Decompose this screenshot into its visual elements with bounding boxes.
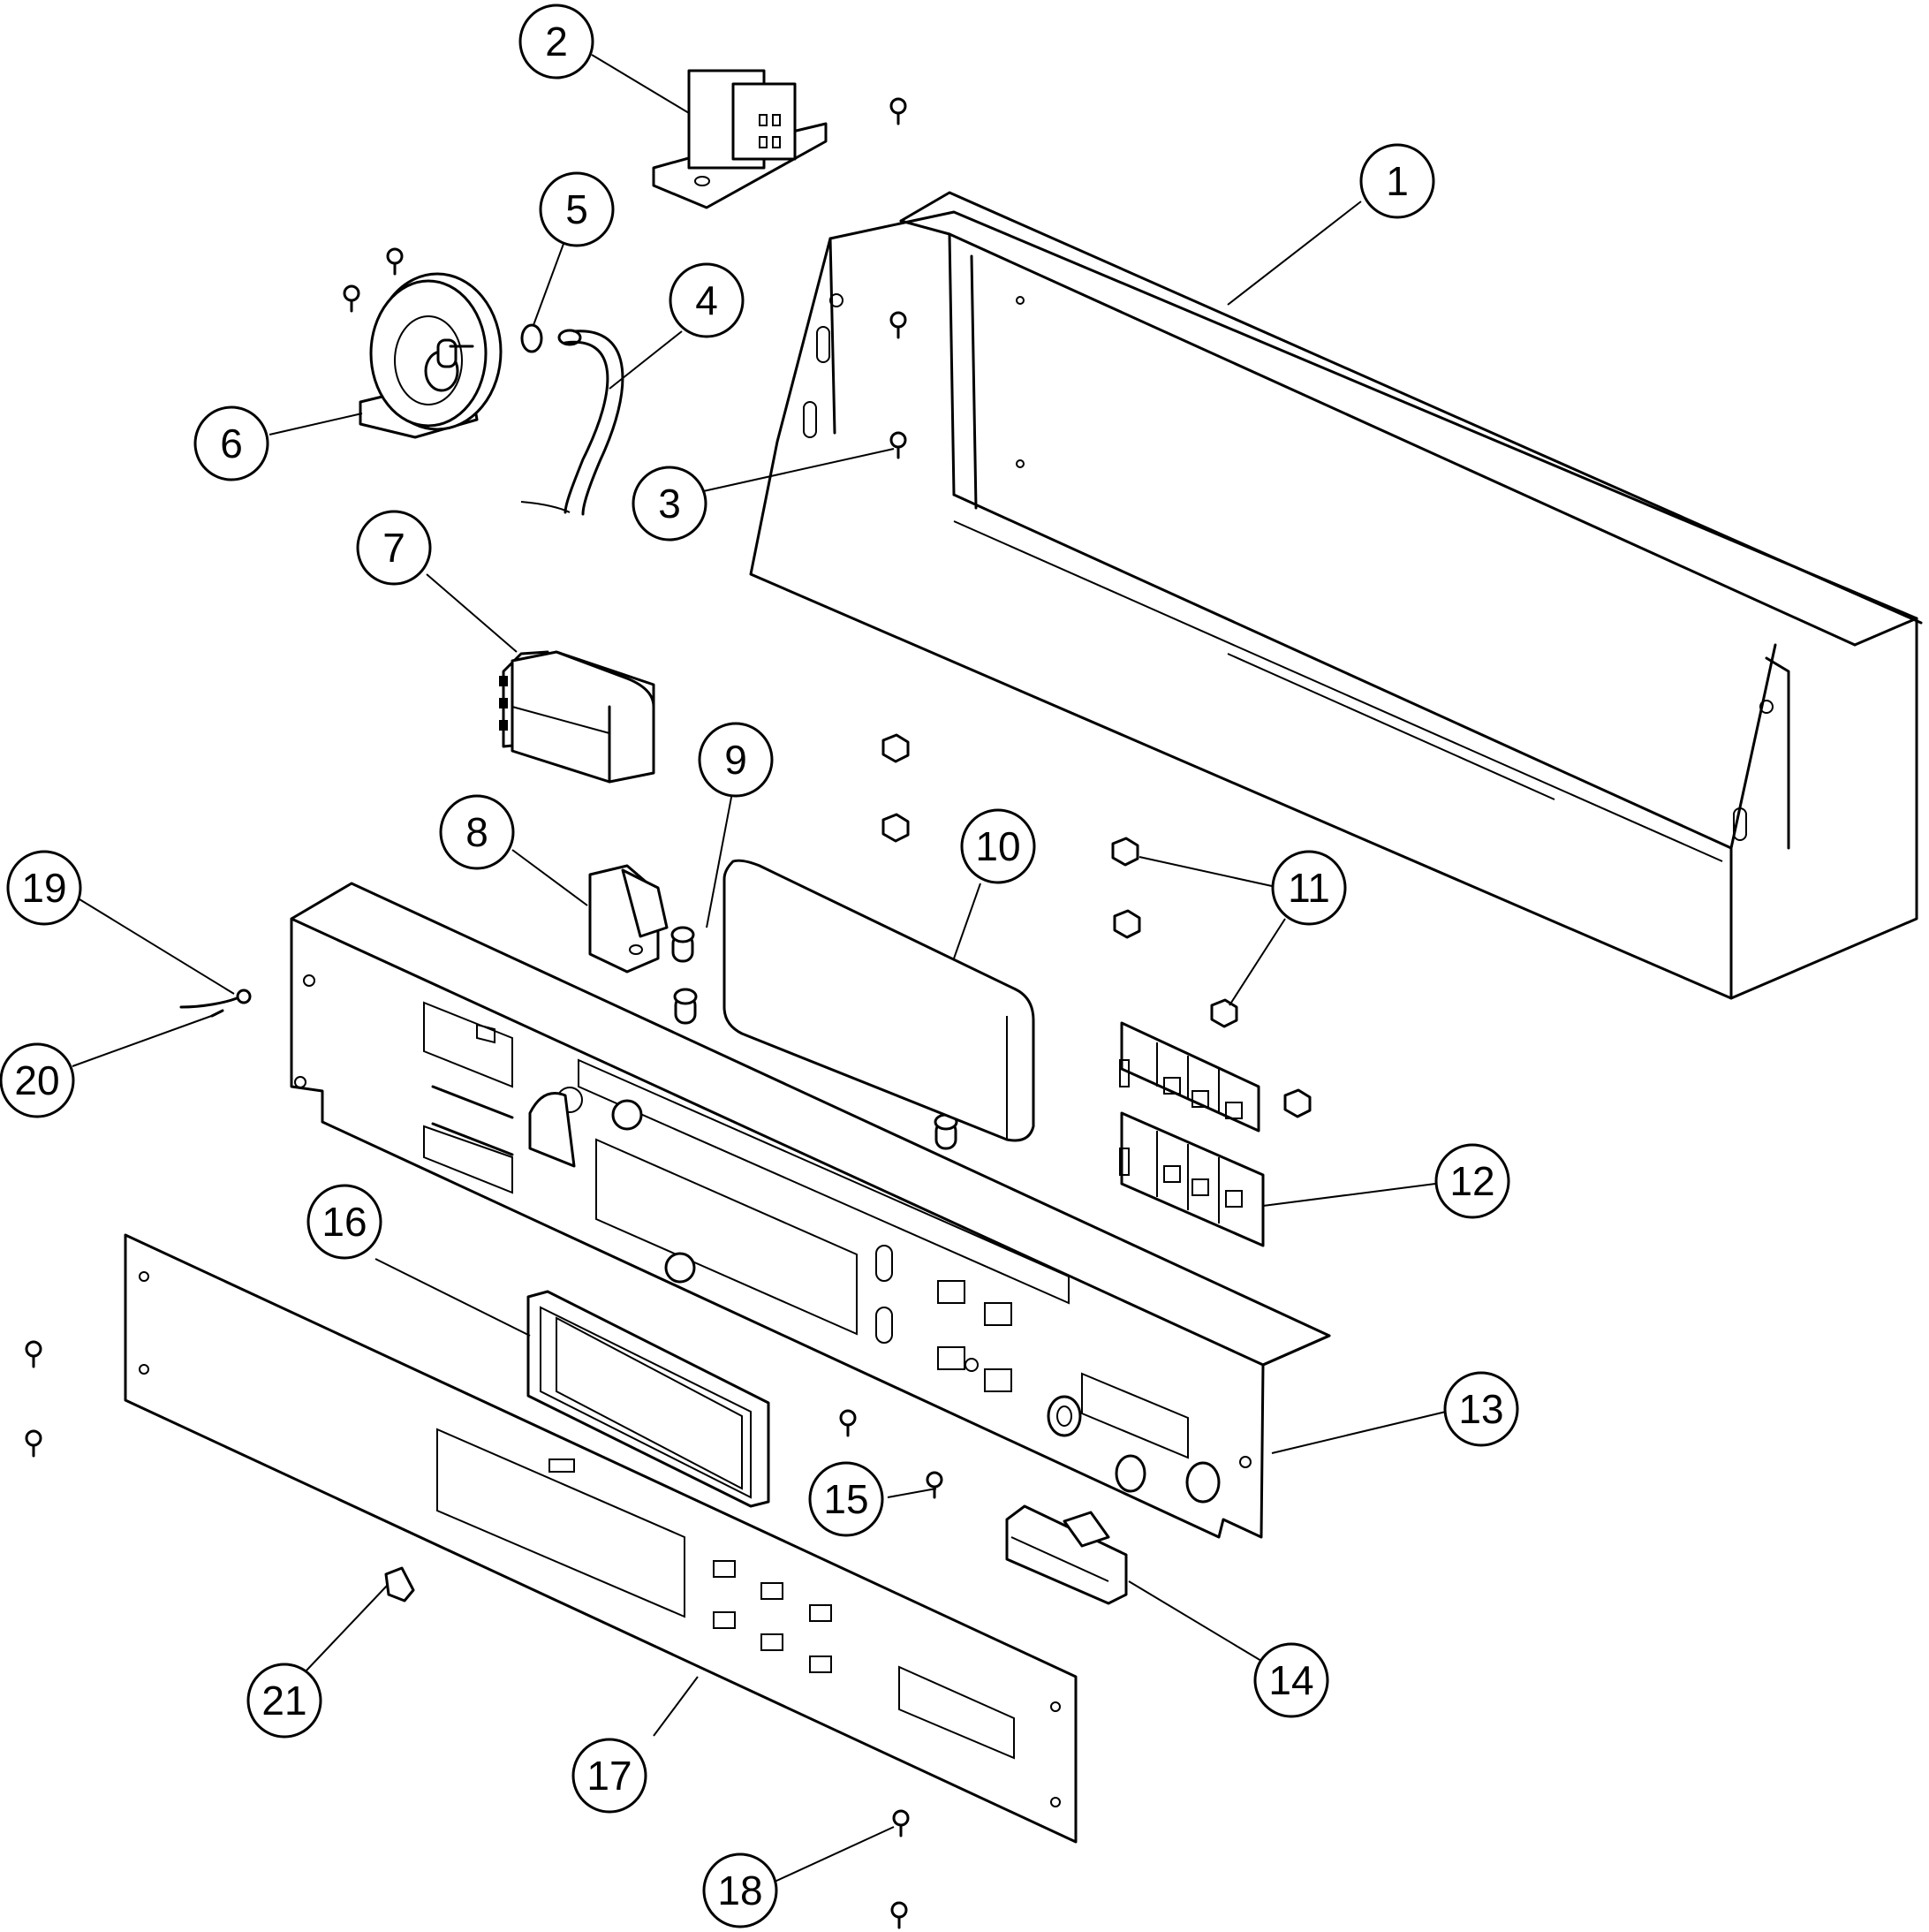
callout-10: 10 (960, 808, 1036, 884)
callout-label: 17 (586, 1753, 632, 1799)
callout-19: 19 (6, 850, 82, 926)
callout-9: 9 (698, 722, 774, 798)
callout-11: 11 (1271, 850, 1347, 926)
callout-21: 21 (246, 1663, 322, 1739)
callout-20: 20 (0, 1042, 75, 1118)
control-panel-back (290, 882, 1331, 1539)
callout-label: 21 (261, 1678, 306, 1724)
callout-6: 6 (193, 405, 269, 481)
callout-label: 7 (382, 525, 405, 571)
pressure-switch (359, 272, 503, 439)
ground-wire (179, 989, 252, 1009)
display-lens (526, 1290, 770, 1508)
callout-16: 16 (306, 1184, 382, 1260)
leader-lines (72, 54, 1447, 1883)
callout-label: 11 (1288, 865, 1330, 911)
callout-1: 1 (1359, 143, 1435, 219)
callout-13: 13 (1443, 1371, 1519, 1447)
front-fascia-panel (124, 1233, 1078, 1844)
callout-3: 3 (632, 466, 707, 542)
callout-label: 20 (14, 1057, 59, 1103)
callout-17: 17 (571, 1738, 647, 1814)
callout-8: 8 (439, 794, 515, 870)
callout-label: 19 (21, 865, 66, 911)
button-switch-brackets (1119, 1021, 1265, 1247)
hex-nuts (881, 733, 1312, 1118)
hose-clamp (520, 323, 543, 353)
rocker-switch (588, 864, 669, 974)
callout-label: 16 (322, 1199, 367, 1245)
callout-label: 14 (1268, 1657, 1313, 1703)
callout-label: 5 (565, 186, 588, 232)
pressure-hose (520, 329, 624, 516)
clip-knob (384, 1566, 415, 1602)
callout-label: 15 (823, 1476, 868, 1522)
control-panel-housing (749, 191, 1923, 1000)
callout-label: 1 (1386, 158, 1409, 204)
callout-14: 14 (1253, 1642, 1329, 1718)
callout-2: 2 (518, 4, 594, 80)
callout-12: 12 (1434, 1143, 1510, 1219)
relay-module (499, 650, 655, 784)
callout-label: 18 (717, 1868, 762, 1913)
callout-label: 9 (724, 737, 747, 783)
callout-label: 8 (465, 809, 488, 855)
callout-label: 10 (975, 823, 1020, 869)
callout-label: 4 (695, 277, 718, 323)
callout-label: 6 (220, 420, 243, 466)
callout-15: 15 (808, 1461, 884, 1537)
push-button-key (1005, 1504, 1128, 1605)
callout-7: 7 (356, 510, 432, 586)
callout-label: 3 (658, 481, 681, 527)
callout-5: 5 (539, 171, 615, 247)
screws (25, 97, 943, 1929)
transformer (652, 69, 828, 209)
callout-4: 4 (669, 262, 745, 338)
callout-label: 13 (1458, 1386, 1503, 1432)
callout-label: 12 (1449, 1158, 1494, 1204)
callout-label: 2 (545, 19, 568, 64)
display-board (722, 859, 1035, 1142)
callout-18: 18 (702, 1852, 778, 1928)
